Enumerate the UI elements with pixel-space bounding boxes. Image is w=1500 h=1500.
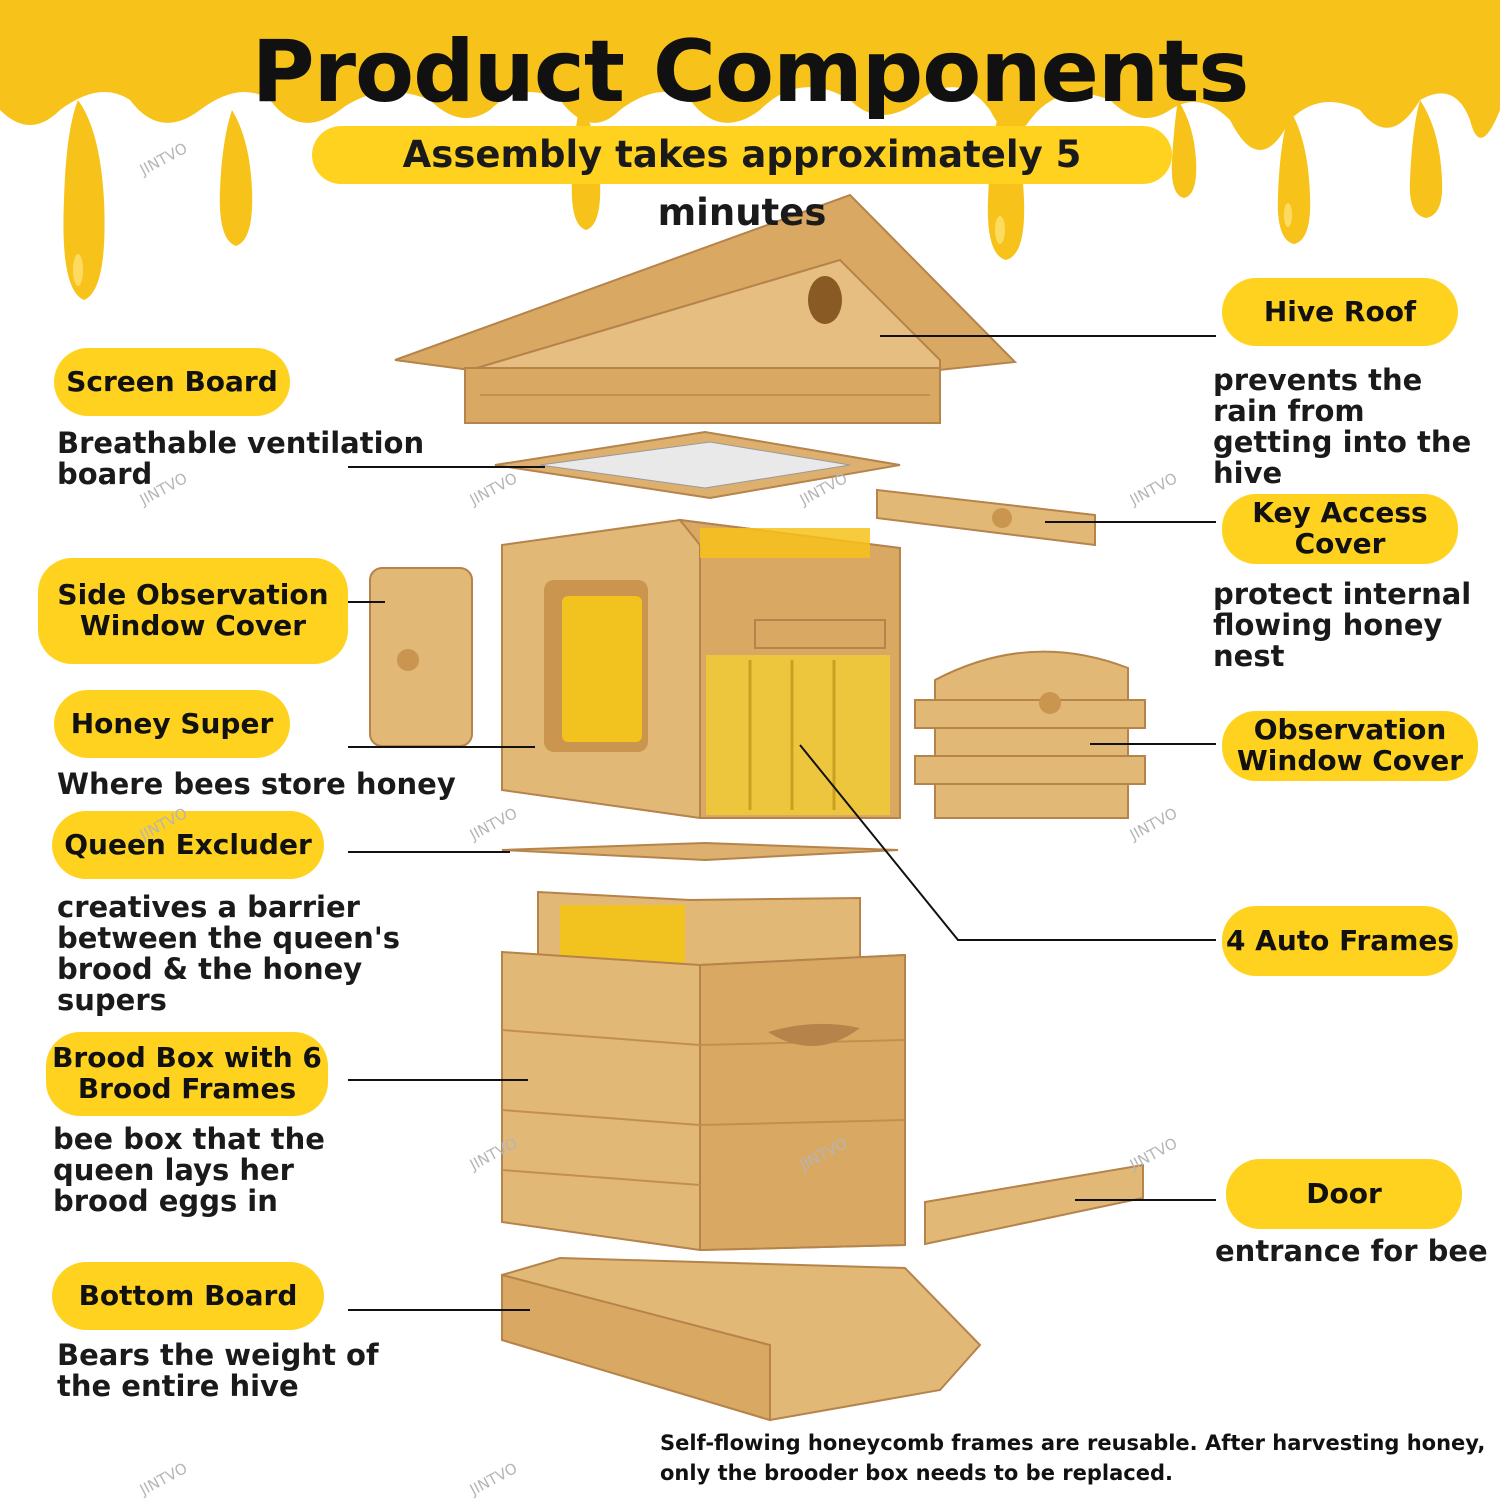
screen-board-desc: Breathable ventilation board	[57, 426, 425, 491]
door-desc: entrance for bee	[1215, 1234, 1488, 1268]
hive-roof-desc: prevents the rain from getting into the …	[1213, 363, 1472, 490]
side-window-cover-illustration	[369, 567, 473, 747]
queen-excluder-illustration	[501, 841, 899, 862]
observation-window-cover-illustration	[914, 650, 1146, 819]
bottom-board-desc: Bears the weight of the entire hive	[57, 1338, 379, 1403]
key-access-cover-desc: protect internal flowing honey nest	[1213, 577, 1472, 673]
side-observation-window-cover-label: Side Observation Window Cover	[38, 558, 348, 664]
bottom-board-illustration	[501, 1256, 982, 1422]
door-label: Door	[1226, 1159, 1462, 1229]
brood-box-label: Brood Box with 6 Brood Frames	[46, 1032, 328, 1116]
leader-lines	[348, 335, 1216, 1311]
screen-board-label: Screen Board	[54, 348, 290, 416]
brood-box-desc: bee box that the queen lays her brood eg…	[53, 1122, 325, 1218]
key-access-cover-label: Key Access Cover	[1222, 494, 1458, 564]
queen-excluder-desc: creatives a barrier between the queen's …	[57, 890, 400, 1017]
honey-super-label: Honey Super	[54, 690, 290, 758]
bottom-board-label: Bottom Board	[52, 1262, 324, 1330]
auto-frames-label: 4 Auto Frames	[1222, 906, 1458, 976]
key-access-cover-illustration	[876, 488, 1096, 547]
footnote: Self-flowing honeycomb frames are reusab…	[660, 1431, 1486, 1485]
page-title: Product Components	[251, 22, 1250, 122]
honey-super-desc: Where bees store honey	[57, 767, 456, 801]
observation-window-cover-label: Observation Window Cover	[1222, 711, 1478, 781]
queen-excluder-label: Queen Excluder	[52, 811, 324, 879]
hive-roof-illustration	[394, 193, 1018, 424]
hive-roof-label: Hive Roof	[1222, 278, 1458, 346]
brood-box-illustration	[501, 890, 906, 1252]
honey-super-illustration	[501, 518, 901, 819]
door-illustration	[924, 1163, 1144, 1246]
screen-board-illustration	[494, 430, 901, 500]
subtitle: Assembly takes approximately 5 minutes	[312, 126, 1172, 234]
